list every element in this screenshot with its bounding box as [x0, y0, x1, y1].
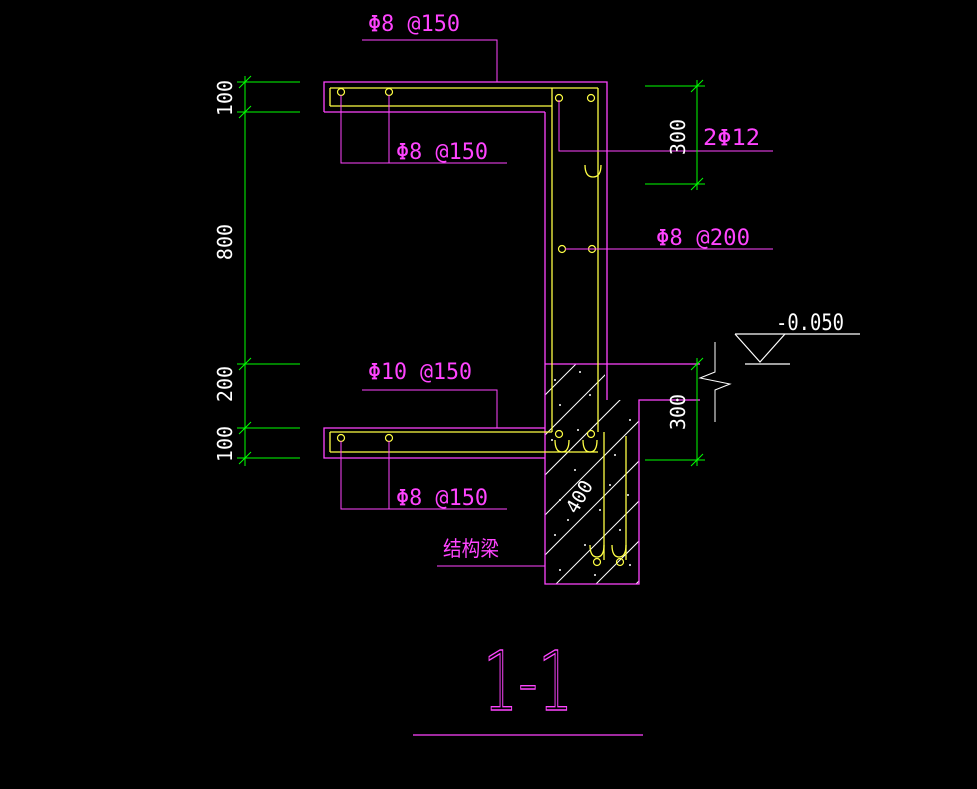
dim-right-300-top: 300: [666, 119, 690, 155]
bottom-slab-dist-label: Φ8 @150: [396, 486, 488, 511]
wall-dist-rebar-label: Φ8 @200: [656, 226, 750, 251]
bottom-slab-rebar-label: Φ10 @150: [368, 360, 472, 385]
break-line: [698, 342, 732, 422]
dimensions: [237, 75, 705, 467]
dim-left-100-bottom: 100: [213, 426, 237, 462]
dim-right-300-bottom: 300: [666, 394, 690, 430]
upper-slab-wall-outline: [323, 81, 608, 364]
wall-main-rebar-label: 2Φ12: [703, 126, 760, 151]
beam-label: 结构梁: [443, 537, 499, 561]
section-title: 1-1: [483, 635, 573, 730]
top-slab-rebar-label: Φ8 @150: [368, 12, 460, 37]
rebar: [329, 87, 627, 560]
leaders: [340, 39, 773, 567]
dim-left-200: 200: [213, 366, 237, 402]
dim-left-800: 800: [213, 224, 237, 260]
beam-aggregate-dots: [551, 371, 631, 576]
lower-slab-outline: [323, 427, 545, 459]
elevation-label: -0.050: [776, 311, 844, 336]
beam-hatch: [545, 364, 639, 584]
dim-beam-400: 400: [562, 477, 598, 518]
top-slab-dist-label: Φ8 @150: [396, 140, 488, 165]
beam-outline: [544, 399, 700, 585]
elevation-symbol: [734, 333, 860, 365]
concrete-outline: [323, 81, 700, 585]
dim-left-100-top: 100: [213, 80, 237, 116]
